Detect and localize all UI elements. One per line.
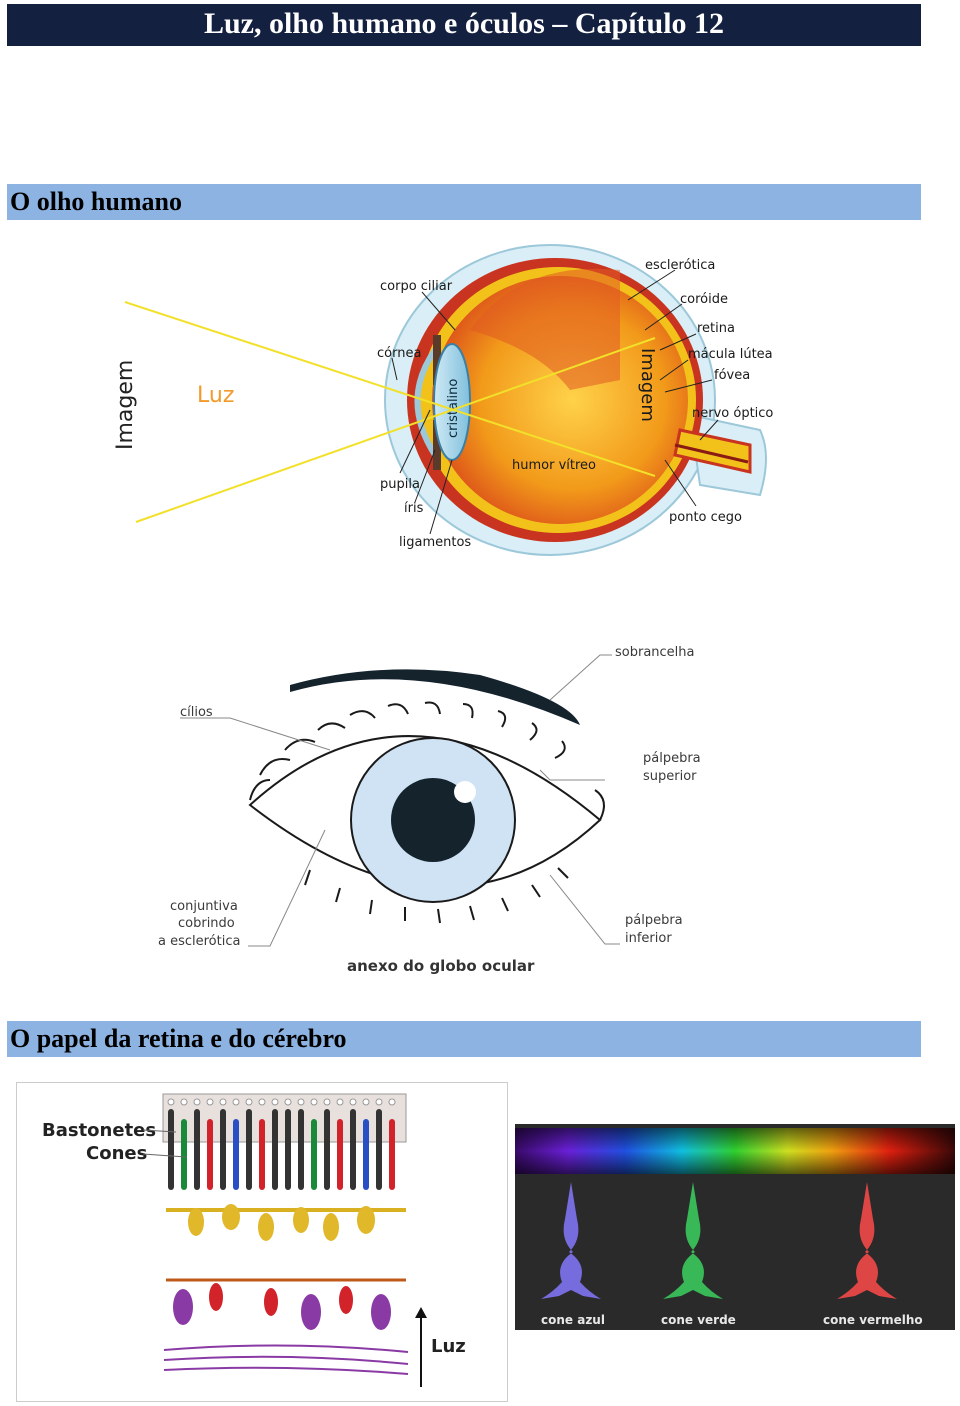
label-palpebra-superior-2: superior <box>643 769 697 784</box>
label-palpebra-inferior-1: pálpebra <box>625 913 683 928</box>
label-cornea: córnea <box>377 346 421 361</box>
section-heading-eye: O olho humano <box>7 184 921 220</box>
outer-eye-caption: anexo do globo ocular <box>347 957 535 975</box>
label-bastonetes: Bastonetes <box>42 1120 156 1141</box>
retina-cells-diagram: Bastonetes Cones Luz <box>16 1082 508 1402</box>
red-cone-icon <box>837 1182 897 1299</box>
blue-cone-icon <box>541 1182 601 1299</box>
label-nervo: nervo óptico <box>692 406 773 421</box>
external-eye-diagram: sobrancelha cílios pálpebra superior con… <box>158 645 701 975</box>
label-fovea: fóvea <box>714 368 750 383</box>
label-iris: íris <box>404 501 424 516</box>
chapter-title: Luz, olho humano e óculos – Capítulo 12 <box>7 4 921 46</box>
eye-cross-section-diagram: cristalino Imagem Luz Imagem humor vítre… <box>113 244 773 556</box>
label-cilios: cílios <box>180 705 213 720</box>
label-sobrancelha: sobrancelha <box>615 645 695 660</box>
label-palpebra-superior-1: pálpebra <box>643 751 701 766</box>
label-cone-vermelho: cone vermelho <box>823 1313 923 1327</box>
label-cones: Cones <box>86 1143 147 1164</box>
light-label: Luz <box>197 383 234 408</box>
label-macula: mácula lútea <box>688 347 773 362</box>
label-cone-verde: cone verde <box>661 1313 736 1327</box>
green-cone-icon <box>663 1182 723 1299</box>
retina-image-label: Imagem <box>637 348 658 422</box>
cones-spectrum-diagram: cone azul cone verde cone vermelho <box>515 1124 955 1330</box>
label-ponto-cego: ponto cego <box>669 510 742 525</box>
label-retina: retina <box>697 321 735 336</box>
label-coroide: coróide <box>680 292 728 307</box>
label-corpo-ciliar: corpo ciliar <box>380 279 453 294</box>
label-conjuntiva-3: a esclerótica <box>158 934 240 949</box>
label-luz-arrow: Luz <box>431 1336 466 1357</box>
label-cone-azul: cone azul <box>541 1313 605 1327</box>
lens-label: cristalino <box>446 379 461 438</box>
label-conjuntiva-2: cobrindo <box>178 916 235 931</box>
section-heading-retina: O papel da retina e do cérebro <box>7 1021 921 1057</box>
label-pupila: pupila <box>380 477 420 492</box>
vitreous-label: humor vítreo <box>512 458 596 473</box>
label-esclerotica: esclerótica <box>645 258 715 273</box>
external-image-label: Imagem <box>113 360 138 450</box>
label-conjuntiva-1: conjuntiva <box>170 899 238 914</box>
label-palpebra-inferior-2: inferior <box>625 931 672 946</box>
label-ligamentos: ligamentos <box>399 535 471 550</box>
